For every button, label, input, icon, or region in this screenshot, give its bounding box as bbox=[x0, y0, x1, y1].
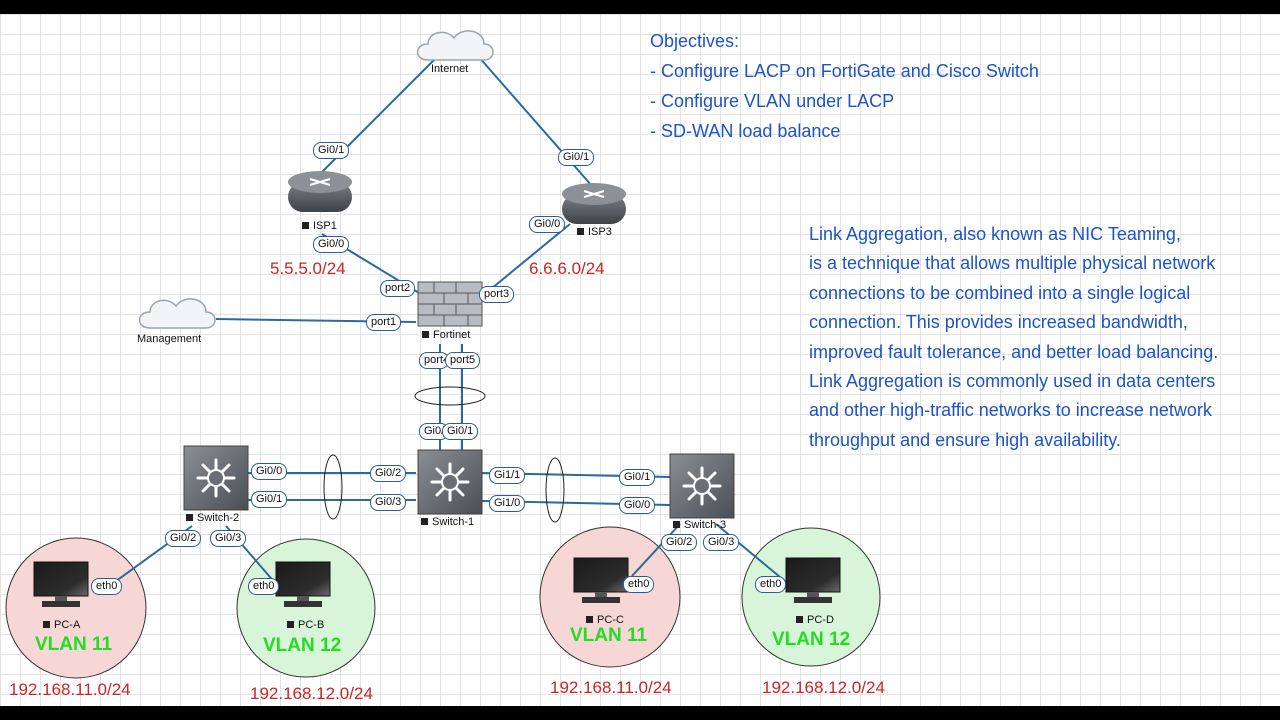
fortinet-port3: port3 bbox=[479, 286, 515, 303]
description-line: Link Aggregation is commonly used in dat… bbox=[809, 371, 1216, 392]
pc-d-label: PC-D bbox=[796, 614, 834, 626]
pc-b-subnet: 192.168.12.0/24 bbox=[250, 684, 373, 703]
pc-d-subnet: 192.168.12.0/24 bbox=[762, 678, 885, 697]
pc-d-vlan: VLAN 12 bbox=[772, 629, 851, 650]
description-line: is a technique that allows multiple phys… bbox=[809, 253, 1216, 274]
internet-cloud-icon bbox=[416, 30, 494, 61]
switch3-port-gi01: Gi0/1 bbox=[619, 469, 656, 486]
switch1-icon bbox=[417, 449, 483, 515]
switch3-port-gi02: Gi0/2 bbox=[661, 534, 698, 551]
isp3-label: ISP3 bbox=[577, 226, 612, 238]
pc-c-port-eth0: eth0 bbox=[623, 576, 655, 593]
isp3-router-icon bbox=[562, 183, 626, 224]
switch1-port-gi01: Gi0/1 bbox=[442, 423, 479, 440]
pc-a-icon bbox=[33, 561, 89, 607]
pc-c-subnet: 192.168.11.0/24 bbox=[550, 678, 672, 697]
pc-d-icon bbox=[785, 557, 841, 603]
switch1-port-gi03: Gi0/3 bbox=[370, 494, 407, 511]
switch2-port-gi01: Gi0/1 bbox=[251, 491, 288, 508]
management-label: Management bbox=[137, 333, 202, 345]
isp1-label: ISP1 bbox=[302, 220, 337, 232]
management-cloud-icon bbox=[138, 298, 216, 329]
vlan12-zone-b bbox=[236, 538, 376, 678]
description-line: Link Aggregation, also known as NIC Team… bbox=[809, 224, 1181, 244]
isp1-router-icon bbox=[288, 171, 352, 212]
link-switch3-pcd bbox=[715, 523, 787, 583]
objectives-block: Objectives: - Configure LACP on FortiGat… bbox=[650, 26, 1039, 146]
pc-c-label: PC-C bbox=[586, 614, 624, 626]
description-line: and other high-traffic networks to incre… bbox=[809, 400, 1212, 421]
lacp-bundle-switch2 bbox=[323, 454, 343, 520]
objective-item: - SD-WAN load balance bbox=[650, 121, 841, 141]
isp3-port-gi00: Gi0/0 bbox=[529, 216, 566, 233]
pc-a-vlan: VLAN 11 bbox=[35, 634, 113, 655]
fortinet-port1: port1 bbox=[366, 314, 402, 331]
pc-b-port-eth0: eth0 bbox=[248, 578, 280, 595]
pc-b-label: PC-B bbox=[287, 619, 324, 631]
switch1-port-gi11: Gi1/1 bbox=[489, 467, 526, 484]
pc-c-vlan: VLAN 11 bbox=[570, 625, 648, 646]
pc-c-icon bbox=[573, 557, 629, 603]
lacp-bundle-fortinet bbox=[414, 386, 486, 406]
fortinet-label: Fortinet bbox=[422, 329, 470, 341]
isp1-port-gi00: Gi0/0 bbox=[313, 236, 350, 253]
isp3-subnet: 6.6.6.0/24 bbox=[529, 259, 605, 278]
switch2-port-gi02: Gi0/2 bbox=[165, 530, 202, 547]
pc-a-subnet: 192.168.11.0/24 bbox=[9, 680, 131, 699]
fortinet-port4: port4 bbox=[419, 352, 449, 369]
isp1-subnet: 5.5.5.0/24 bbox=[270, 259, 346, 278]
link-aggregation-description: Link Aggregation, also known as NIC Team… bbox=[809, 220, 1218, 455]
objective-item: - Configure VLAN under LACP bbox=[650, 91, 895, 111]
vlan11-zone-a bbox=[5, 537, 147, 679]
link-isp3-fortinet bbox=[479, 223, 571, 299]
lacp-bundle-switch3 bbox=[545, 457, 565, 523]
pc-d-port-eth0: eth0 bbox=[755, 576, 787, 593]
switch2-label: Switch-2 bbox=[186, 512, 239, 524]
switch2-port-gi00: Gi0/0 bbox=[251, 463, 288, 480]
switch3-label: Switch-3 bbox=[673, 519, 726, 531]
switch3-port-gi03: Gi0/3 bbox=[703, 534, 740, 551]
description-line: connection. This provides increased band… bbox=[809, 312, 1188, 333]
isp3-port-gi01: Gi0/1 bbox=[558, 149, 595, 166]
link-switch3-pcc bbox=[631, 523, 681, 577]
objective-item: - Configure LACP on FortiGate and Cisco … bbox=[650, 61, 1039, 81]
fortinet-port2: port2 bbox=[380, 280, 416, 297]
objectives-heading: Objectives: bbox=[650, 31, 740, 51]
description-line: throughput and ensure high availability. bbox=[809, 429, 1121, 450]
switch1-label: Switch-1 bbox=[421, 516, 474, 528]
isp1-port-gi01: Gi0/1 bbox=[313, 142, 350, 159]
description-line: improved fault tolerance, and better loa… bbox=[809, 341, 1219, 362]
switch3-port-gi00: Gi0/0 bbox=[619, 497, 656, 514]
switch1-port-gi02: Gi0/2 bbox=[370, 465, 407, 482]
pc-b-vlan: VLAN 12 bbox=[263, 635, 342, 656]
fortinet-port5: port5 bbox=[445, 352, 481, 369]
link-internet-isp3 bbox=[477, 55, 593, 187]
internet-label: Internet bbox=[431, 63, 469, 75]
switch2-port-gi03: Gi0/3 bbox=[210, 530, 247, 547]
switch3-icon bbox=[669, 453, 735, 519]
fortinet-firewall-icon bbox=[417, 281, 483, 327]
topology-canvas: Internet Management ISP1 ISP3 Fortinet S… bbox=[0, 14, 1280, 706]
description-line: connections to be combined into a single… bbox=[809, 282, 1191, 303]
pc-a-label: PC-A bbox=[43, 619, 80, 631]
switch2-icon bbox=[183, 445, 249, 511]
pc-a-port-eth0: eth0 bbox=[91, 578, 123, 595]
switch1-port-gi10: Gi1/0 bbox=[489, 495, 526, 512]
